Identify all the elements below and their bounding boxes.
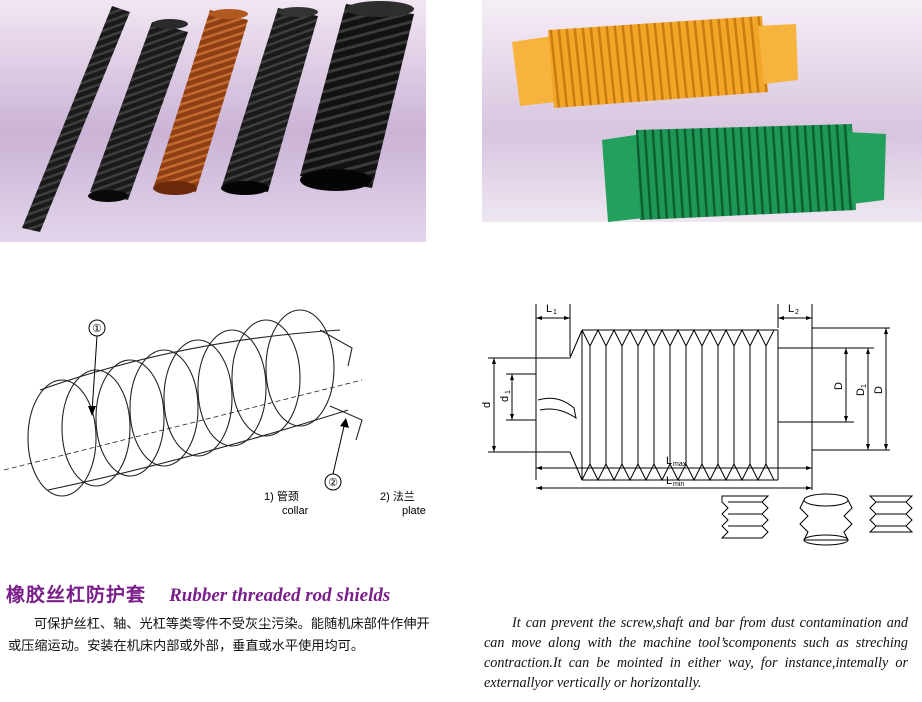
dimension-diagram: L 1 L 2 d d 1 D D 1 D L max L min (482, 290, 922, 550)
dim-d1: d (499, 396, 511, 402)
caption-collar-cn: 1) 管颈 (264, 489, 299, 503)
dim-Lmax-sub: max (673, 461, 687, 468)
dim-L1-sub: 1 (553, 309, 557, 316)
bellows-large-black (300, 4, 414, 188)
dim-D: D (833, 382, 845, 390)
caption-collar-en: collar (282, 505, 309, 517)
section-title: 橡胶丝杠防护套 Rubber threaded rod shields (6, 580, 476, 606)
caption-plate-cn: 2) 法兰 (380, 489, 415, 503)
marker-2: ② (328, 477, 338, 489)
spiral-shield-diagram: ① ② 1) 管颈 collar 2) 法兰 plate (0, 300, 470, 530)
dim-Lmax: L (666, 455, 672, 467)
bellows-orange-cuff-right (758, 24, 798, 84)
dim-L2-sub: 2 (795, 309, 799, 316)
bellows-illustration-right (512, 16, 886, 222)
dim-d1-sub: 1 (505, 390, 512, 394)
bellows-green-cuff-left (602, 134, 644, 222)
bellows-thumbnails (720, 493, 914, 546)
bellows-brown (154, 10, 248, 192)
title-chinese: 橡胶丝杠防护套 (6, 584, 147, 606)
dim-D-outer: D (873, 386, 885, 394)
dim-L1: L (546, 303, 552, 315)
bellows-medium-black (90, 22, 188, 200)
spiral-line-drawing: ① ② 1) 管颈 collar 2) 法兰 plate (3, 309, 426, 517)
dim-Lmin: L (666, 475, 672, 487)
product-photo-black-bellows (0, 0, 426, 242)
dim-d: d (482, 402, 493, 408)
title-english: Rubber threaded rod shields (169, 585, 391, 606)
dim-Lmin-sub: min (673, 481, 684, 488)
description-english: It can prevent the screw,shaft and bar f… (484, 615, 908, 691)
dim-L2: L (788, 303, 794, 315)
bellows-green (636, 124, 856, 220)
description-chinese: 可保护丝杠、轴、光杠等类零件不受灰尘污染。能随机床部件作伸开或压缩运动。安装在机… (8, 617, 430, 654)
bellows-black (222, 8, 318, 192)
product-photo-colored-bellows (482, 0, 922, 222)
marker-1: ① (92, 323, 102, 335)
bellows-orange (548, 16, 768, 108)
bellows-illustration-left (22, 1, 414, 232)
bellows-thin (22, 6, 130, 232)
dim-D1-sub: 1 (861, 384, 868, 388)
caption-plate-en: plate (402, 505, 426, 517)
bellows-green-cuff-right (848, 132, 886, 204)
bellows-orange-cuff-left (512, 36, 556, 106)
dim-D1: D (855, 388, 867, 396)
bellows-dimension-drawing: L 1 L 2 d d 1 D D 1 D L max L min (482, 303, 914, 546)
